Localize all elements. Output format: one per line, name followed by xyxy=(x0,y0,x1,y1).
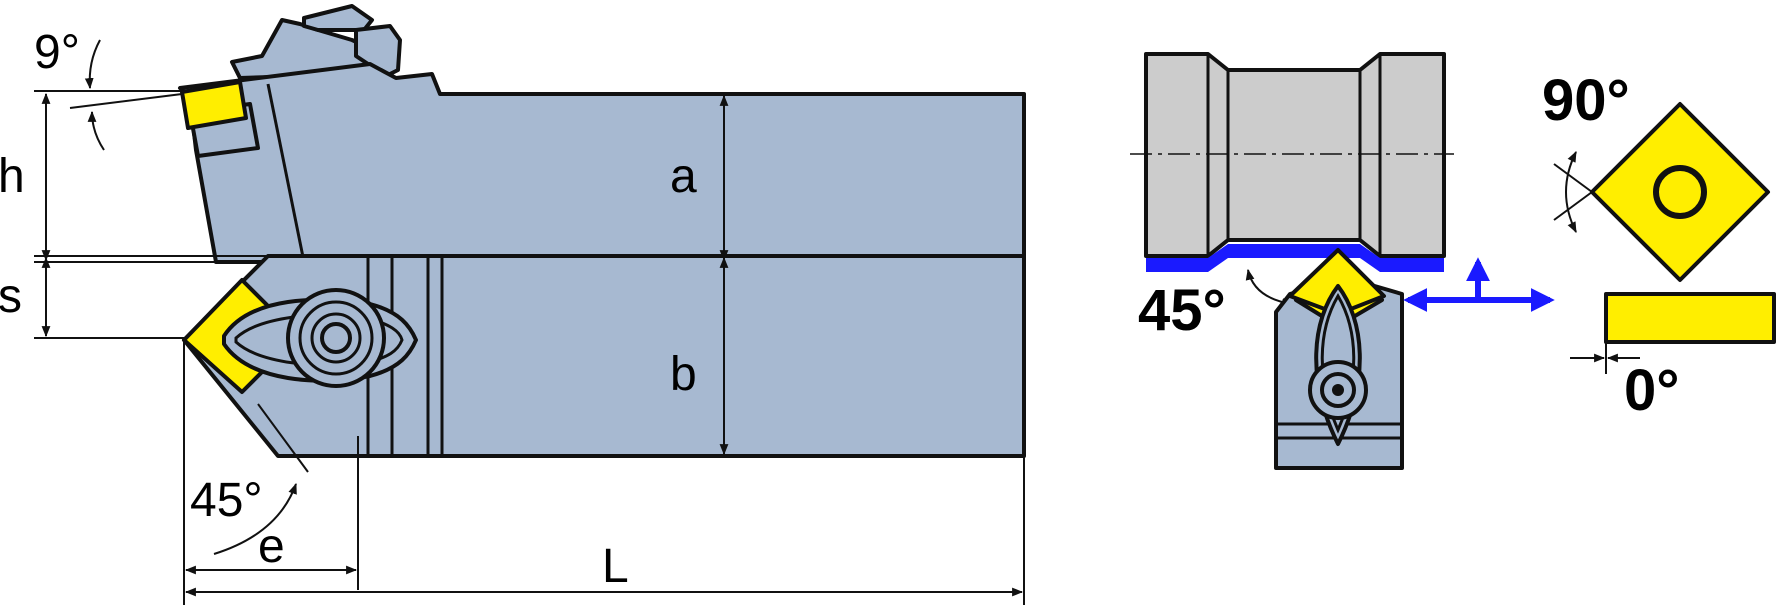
screw-icon xyxy=(286,288,386,388)
h-label: h xyxy=(0,150,25,203)
angle-9-label: 9° xyxy=(34,26,80,79)
front-clamp-inner xyxy=(1320,293,1356,434)
front-screw-center xyxy=(1332,384,1344,396)
angle-90-label: 90° xyxy=(1542,68,1630,133)
angle-9-arrow-bottom xyxy=(87,110,105,151)
clamp-lever xyxy=(354,24,402,78)
angle-90-ref-1 xyxy=(1553,163,1593,193)
insert-detail: 90° 0° xyxy=(1542,68,1776,423)
clamp-screw-head xyxy=(302,4,374,32)
shank-side xyxy=(178,62,1026,264)
insert-side xyxy=(180,80,248,130)
blue-arrows-icon xyxy=(1403,257,1555,312)
a-label: a xyxy=(670,150,697,203)
front-view-holder xyxy=(1274,248,1404,470)
angle-45-right-label: 45° xyxy=(1138,278,1226,343)
machined-edge xyxy=(1146,244,1444,272)
e-label: e xyxy=(258,520,285,573)
angle-45-ref-line xyxy=(257,403,309,473)
angle-45-arc xyxy=(213,482,297,555)
shank-step-line xyxy=(266,83,306,263)
insert-hole xyxy=(1653,165,1707,219)
angle-90-arc xyxy=(1565,151,1577,233)
top-view: s b 45° e L xyxy=(0,254,1026,605)
insert-profile xyxy=(1604,292,1776,344)
side-view: 9° h a xyxy=(0,4,1026,264)
L-label: L xyxy=(602,540,629,593)
angle-45-left-label: 45° xyxy=(190,474,263,527)
angle-90-ref-2 xyxy=(1553,191,1593,221)
workpiece-view: 45° xyxy=(1130,52,1454,343)
b-label: b xyxy=(670,348,697,401)
angle-0-label: 0° xyxy=(1624,358,1679,423)
angle-9-arrow-top xyxy=(84,39,101,90)
s-label: s xyxy=(0,270,22,323)
insert-front-diamond xyxy=(1288,248,1386,316)
clearance-line xyxy=(69,93,183,109)
workpiece xyxy=(1144,52,1446,258)
